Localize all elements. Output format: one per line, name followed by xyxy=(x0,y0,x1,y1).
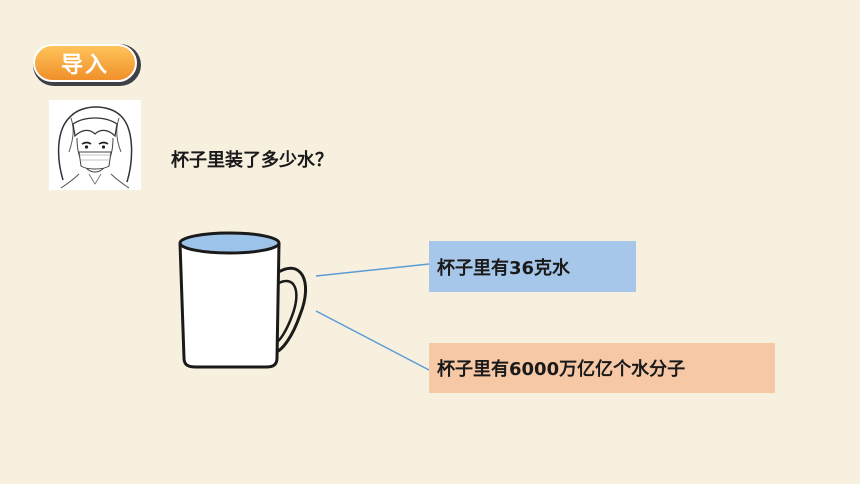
intro-badge-label: 导入 xyxy=(33,44,137,82)
grams-answer-box: 杯子里有36克水 xyxy=(429,241,636,292)
connector-line-grams xyxy=(315,263,430,277)
question-text: 杯子里装了多少水？ xyxy=(171,150,333,171)
molecules-answer-box: 杯子里有6000万亿亿个水分子 xyxy=(429,343,775,393)
intro-badge: 导入 xyxy=(33,44,141,86)
cup-icon xyxy=(178,231,308,369)
girl-avatar-icon xyxy=(49,100,141,190)
connector-line-molecules xyxy=(315,310,430,371)
